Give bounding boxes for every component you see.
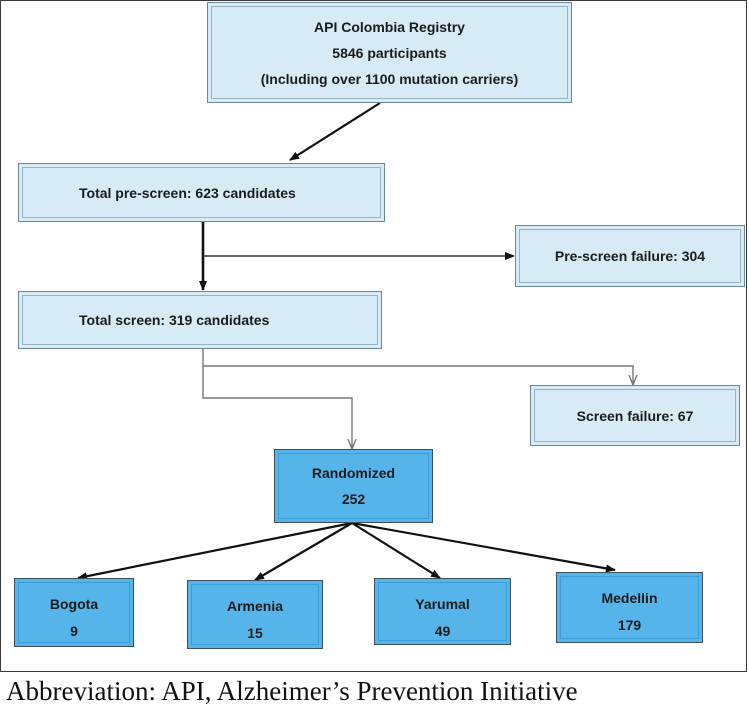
site-box-armenia: Armenia 15	[187, 580, 323, 649]
abbreviation-footnote: Abbreviation: API, Alzheimer’s Preventio…	[6, 676, 578, 706]
site-box-yarumal: Yarumal 49	[374, 578, 511, 645]
site-box-medellin: Medellin 179	[556, 572, 703, 643]
site-name: Bogota	[49, 596, 99, 612]
site-box-bogota: Bogota 9	[14, 578, 134, 647]
screen-box: Total screen: 319 candidates	[18, 291, 382, 349]
arrow-to-bogota	[77, 521, 353, 581]
arrow-registry-to-prescreen	[289, 102, 381, 161]
arrow-screen-to-randomized	[202, 366, 352, 448]
screen-label: Total screen: 319 candidates	[79, 312, 270, 328]
prescreen-failure-box: Pre-screen failure: 304	[515, 225, 745, 287]
prescreen-failure-label: Pre-screen failure: 304	[554, 248, 706, 264]
arrow-to-medellin	[351, 521, 616, 573]
arrow-screen-branch	[202, 348, 633, 384]
arrow-to-armenia	[254, 522, 353, 581]
site-name: Medellin	[601, 590, 658, 606]
registry-participants: 5846 participants	[332, 44, 447, 61]
registry-carriers: (Including over 1100 mutation carriers)	[260, 70, 519, 87]
randomized-box: Randomized 252	[274, 449, 433, 523]
registry-title: API Colombia Registry	[314, 18, 465, 35]
site-name: Armenia	[226, 598, 284, 614]
arrow-to-yarumal	[351, 522, 441, 579]
diagram-frame	[0, 0, 747, 672]
prescreen-label: Total pre-screen: 623 candidates	[79, 184, 296, 201]
site-count: 9	[70, 623, 78, 639]
site-count: 15	[247, 625, 263, 641]
randomized-count: 252	[341, 491, 366, 507]
site-count: 49	[434, 623, 451, 639]
randomized-label: Randomized	[311, 465, 396, 481]
prescreen-box: Total pre-screen: 623 candidates	[18, 163, 385, 222]
registry-box: API Colombia Registry 5846 participants …	[207, 2, 572, 103]
screen-failure-label: Screen failure: 67	[576, 407, 694, 424]
site-count: 179	[617, 617, 642, 633]
screen-failure-box: Screen failure: 67	[530, 385, 740, 446]
site-name: Yarumal	[415, 596, 470, 612]
